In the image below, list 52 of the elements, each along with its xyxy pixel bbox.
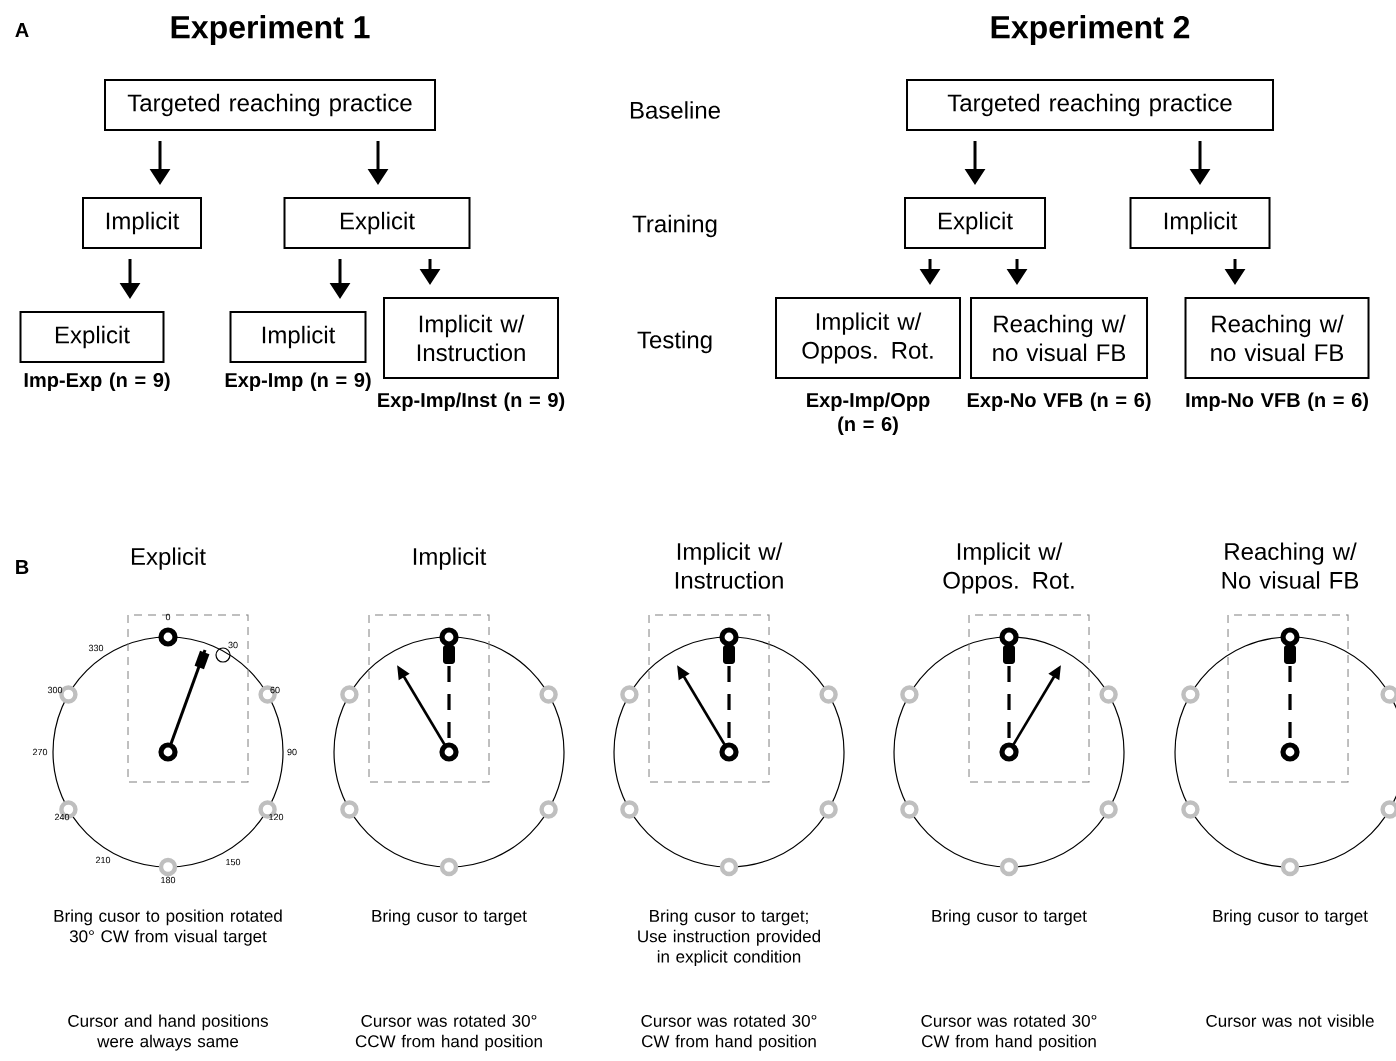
process-box: Reaching w/ no visual FB (1184, 297, 1370, 379)
instruction-text: Bring cusor to target (1213, 909, 1368, 926)
instruction-text: Bring cusor to target; Use instruction provided in explicit condition (638, 909, 820, 967)
process-box: Explicit (904, 197, 1046, 249)
condition-title: Implicit w/ Instruction (675, 542, 783, 589)
group-label: Exp-Imp/Inst (n = 9) (378, 392, 565, 412)
process-box: Explicit (19, 311, 165, 363)
heading: Experiment 1 (171, 15, 370, 45)
angle-label: 0 (165, 613, 171, 621)
angle-label: 180 (161, 876, 176, 884)
phase-label: Baseline (630, 101, 720, 119)
angle-label: 150 (226, 858, 241, 866)
condition-title: Reaching w/ No visual FB (1222, 542, 1359, 589)
angle-label: 330 (88, 644, 104, 652)
panel-label: B (16, 560, 29, 574)
note-text: Cursor was not visible (1206, 1014, 1374, 1027)
angle-label: 210 (95, 856, 111, 864)
group-label: Imp-Exp (n = 9) (24, 372, 170, 392)
process-box: Implicit (1129, 197, 1271, 249)
condition-title: Implicit w/ Oppos. Rot. (943, 542, 1074, 594)
process-box: Implicit w/ Oppos. Rot. (775, 297, 961, 379)
phase-label: Training (632, 214, 717, 238)
process-box: Implicit w/ Instruction (383, 297, 559, 379)
process-box: Implicit (82, 197, 202, 249)
process-box: Explicit (283, 197, 471, 249)
note-text: Cursor and hand positions were always same (68, 1014, 268, 1051)
group-label: Imp-No VFB (n = 6) (1186, 392, 1368, 412)
group-label: Exp-Imp (n = 9) (225, 372, 371, 392)
group-label: Exp-No VFB (n = 6) (967, 392, 1151, 412)
angle-label: 270 (32, 748, 48, 756)
instruction-text: Bring cusor to position rotated 30° CW from visual target (54, 909, 282, 946)
angle-label: 240 (54, 813, 70, 821)
panel-label: A (15, 23, 29, 37)
instruction-text: Bring cusor to target (372, 909, 527, 926)
process-box: Targeted reaching practice (104, 79, 436, 131)
note-text: Cursor was rotated 30° CW from hand position (641, 1014, 817, 1051)
angle-label: 90 (287, 748, 297, 756)
group-label: Exp-Imp/Opp (n = 6) (807, 392, 930, 436)
heading: Experiment 2 (991, 15, 1190, 45)
note-text: Cursor was rotated 30° CW from hand position (921, 1014, 1097, 1051)
process-box: Implicit (229, 311, 367, 363)
condition-title: Implicit (413, 547, 487, 570)
note-text: Cursor was rotated 30° CCW from hand position (355, 1014, 542, 1051)
process-box: Targeted reaching practice (906, 79, 1274, 131)
angle-label: 30 (228, 641, 238, 649)
condition-title: Explicit (131, 547, 206, 570)
instruction-text: Bring cusor to target (932, 909, 1087, 926)
phase-label: Testing (637, 330, 712, 354)
process-box: Reaching w/ no visual FB (970, 297, 1148, 379)
angle-label: 120 (269, 813, 284, 821)
angle-label: 60 (270, 686, 280, 694)
angle-label: 300 (47, 686, 63, 694)
